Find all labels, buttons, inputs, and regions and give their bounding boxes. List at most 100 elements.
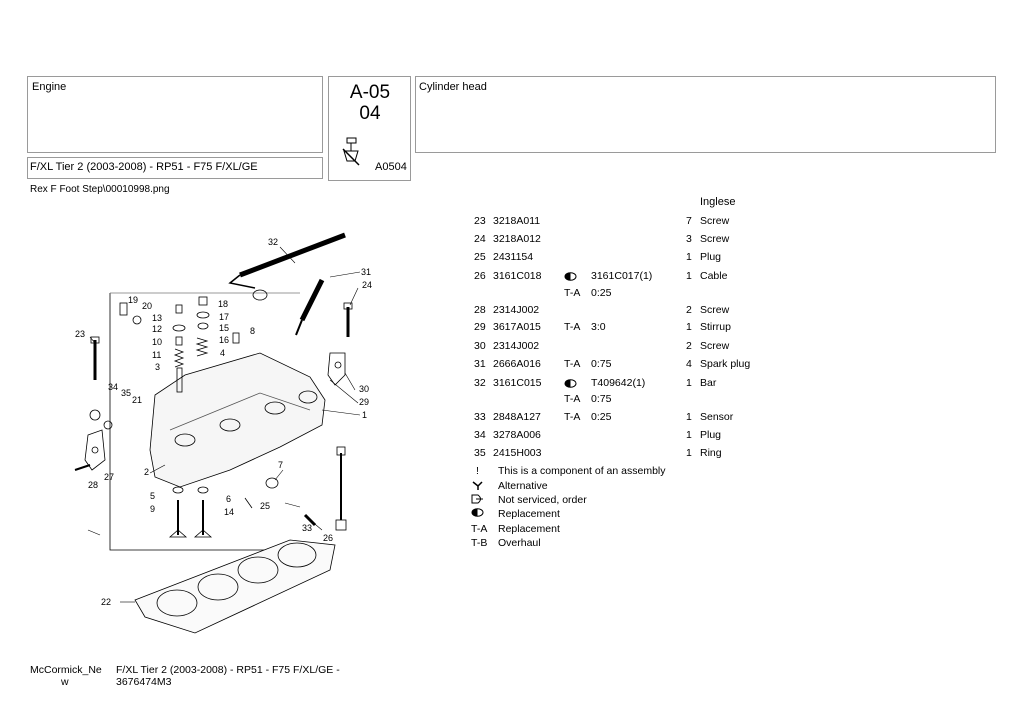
- part-qty: 1: [686, 270, 692, 282]
- callout-33: 33: [302, 523, 312, 533]
- engine-section-icon: [342, 137, 360, 166]
- part-alt: 0:25: [591, 411, 612, 423]
- part-desc: Cable: [700, 270, 728, 282]
- callout-27: 27: [104, 472, 114, 482]
- model-title: F/XL Tier 2 (2003-2008) - RP51 - F75 F/X…: [30, 161, 258, 173]
- part-qty: 1: [686, 447, 692, 459]
- part-code: 2848A127: [493, 411, 541, 423]
- part-sym: T-A: [564, 411, 581, 423]
- callout-32: 32: [268, 237, 278, 247]
- part-pos: 26: [474, 270, 486, 282]
- callout-11: 11: [152, 350, 161, 360]
- code-small: A0504: [375, 161, 407, 173]
- part-pos: 34: [474, 429, 486, 441]
- part-desc: Plug: [700, 429, 722, 441]
- part-desc: Plug: [700, 251, 722, 263]
- part-desc: Ring: [700, 447, 722, 459]
- callout-2: 2: [144, 467, 149, 477]
- part-pos: 33: [474, 411, 486, 423]
- part-pos: 23: [474, 215, 486, 227]
- part-pos: 29: [474, 321, 486, 333]
- legend-text: This is a component of an assembly: [498, 465, 666, 477]
- callout-1: 1: [362, 410, 367, 420]
- part-pos: 30: [474, 340, 486, 352]
- part-code: 2431154: [493, 251, 534, 263]
- part-symbol: [564, 379, 577, 391]
- part-alt: 3161C017(1): [591, 270, 653, 282]
- title-box: Cylinder head: [415, 76, 996, 153]
- part-qty: 2: [686, 340, 692, 352]
- callout-20: 20: [142, 301, 152, 311]
- callout-28: 28: [88, 480, 98, 490]
- footer-brand-line2: w: [61, 676, 69, 688]
- part-code: 3161C018: [493, 270, 542, 282]
- part-code: 2314J002: [493, 304, 540, 316]
- part-desc: Screw: [700, 233, 730, 245]
- part-desc: Screw: [700, 215, 730, 227]
- part-alt: T409642(1): [591, 377, 646, 389]
- part-pos: 28: [474, 304, 486, 316]
- legend-symbol: !: [476, 465, 479, 477]
- part-qty: 2: [686, 304, 692, 316]
- part-pos: 24: [474, 233, 486, 245]
- part-code: 3278A006: [493, 429, 541, 441]
- callout-25: 25: [260, 501, 270, 511]
- legend-text: Replacement: [498, 508, 560, 520]
- group-box: Engine: [27, 76, 323, 153]
- legend-text: Overhaul: [498, 537, 541, 549]
- part-pos: 25: [474, 251, 486, 263]
- callout-24: 24: [362, 280, 372, 290]
- callout-21: 21: [132, 395, 142, 405]
- code-box: A-05 04 A0504: [328, 76, 411, 181]
- callout-6: 6: [226, 494, 231, 504]
- callout-19: 19: [128, 295, 138, 305]
- code-line2: 04: [359, 103, 381, 124]
- legend-symbol: T-B: [471, 537, 488, 549]
- part-alt: 0:25: [591, 287, 612, 299]
- callout-34: 34: [108, 382, 118, 392]
- replacement-icon: [471, 508, 484, 520]
- part-code: 3617A015: [493, 321, 541, 333]
- cylinder-head-diagram: 32 31 24 19 20 18 13 17 12 15 8 23 10 16…: [74, 232, 372, 634]
- alternative-icon: [471, 480, 484, 493]
- replacement-icon: [564, 272, 577, 281]
- part-qty: 1: [686, 411, 692, 423]
- part-desc: Spark plug: [700, 358, 751, 370]
- legend-text: Replacement: [498, 523, 560, 535]
- not-serviced-icon: [471, 494, 484, 507]
- group-title: Engine: [32, 81, 67, 93]
- callout-12: 12: [152, 324, 162, 334]
- part-desc: Sensor: [700, 411, 734, 423]
- part-alt: 0:75: [591, 393, 612, 405]
- callout-15: 15: [219, 323, 229, 333]
- callout-4: 4: [220, 348, 225, 358]
- code-line1: A-05: [349, 82, 391, 103]
- part-desc: Screw: [700, 304, 730, 316]
- part-sym: T-A: [564, 393, 581, 405]
- callout-30: 30: [359, 384, 369, 394]
- part-qty: 1: [686, 251, 692, 263]
- footer-brand-line1: McCormick_Ne: [30, 664, 102, 676]
- part-pos: 31: [474, 358, 486, 370]
- callout-5: 5: [150, 491, 155, 501]
- callout-26: 26: [323, 533, 333, 543]
- callout-31: 31: [361, 267, 371, 277]
- part-code: 2314J002: [493, 340, 540, 352]
- callout-35: 35: [121, 388, 131, 398]
- callout-22: 22: [101, 597, 111, 607]
- callout-16: 16: [219, 335, 229, 345]
- legend-text: Alternative: [498, 480, 548, 492]
- part-pos: 32: [474, 377, 486, 389]
- callout-10: 10: [152, 337, 162, 347]
- part-pos: 35: [474, 447, 486, 459]
- callout-3: 3: [155, 362, 160, 372]
- model-box: F/XL Tier 2 (2003-2008) - RP51 - F75 F/X…: [27, 157, 323, 179]
- part-symbol: [564, 272, 577, 284]
- legend-symbol: T-A: [471, 523, 488, 535]
- replacement-icon: [564, 379, 577, 388]
- part-desc: Screw: [700, 340, 730, 352]
- part-code: 3161C015: [493, 377, 542, 389]
- footer-model-line2: 3676474M3: [116, 676, 172, 688]
- image-filename: Rex F Foot Step\00010998.png: [30, 184, 170, 195]
- part-sym: T-A: [564, 358, 581, 370]
